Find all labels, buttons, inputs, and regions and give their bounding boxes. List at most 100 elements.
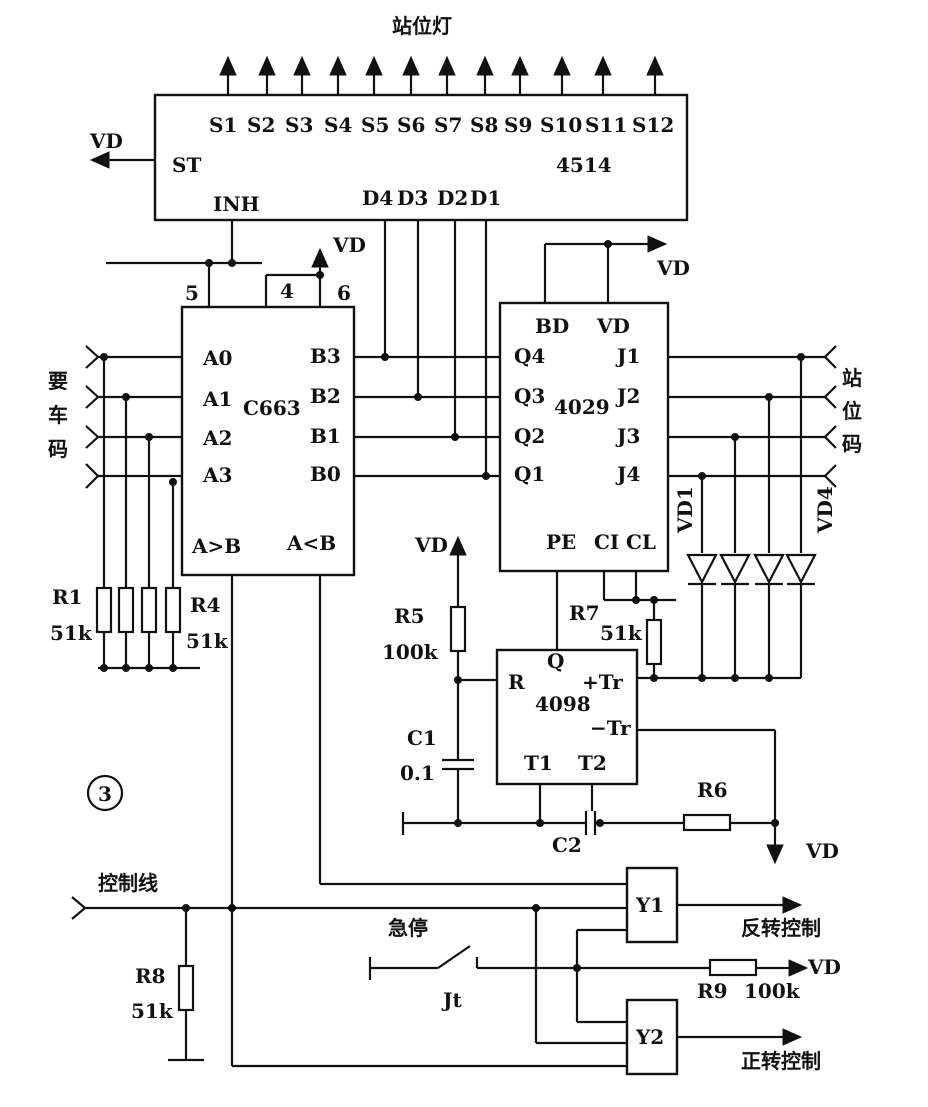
pin-number: 6 (337, 281, 351, 305)
pin-label: Q1 (514, 462, 545, 486)
pin-label-pe: PE (546, 530, 576, 554)
resistor-r1 (95, 586, 113, 634)
c1-label: C1 (407, 726, 437, 750)
comparator-c663-block (180, 305, 356, 577)
gate-y2-label: Y2 (635, 1025, 664, 1049)
resistor-r5 (449, 605, 467, 653)
jt-label: Jt (441, 988, 462, 1012)
monostable-4098-block (495, 648, 639, 786)
pin-label: A1 (202, 387, 232, 411)
figure-number-circle (86, 774, 124, 812)
pin-label: S5 (361, 113, 389, 137)
pin-label-a-lt-b: A<B (286, 531, 336, 555)
pin-label-ci: CI (594, 530, 619, 554)
request-code-label-1: 要 (48, 369, 68, 393)
decoder-output-labels: S1 S2 S3 S4 S5 S6 S7 S8 S9 S10 S11 S12 S… (172, 113, 674, 216)
control-wiring (71, 575, 809, 1068)
forward-control-label: 正转控制 (741, 1049, 821, 1073)
monostable-labels: R Q 4098 +Tr −Tr T1 T2 (508, 649, 631, 775)
pin-label: S9 (504, 113, 532, 137)
pin-label: B1 (310, 424, 341, 448)
decoder-4514-block (153, 93, 689, 222)
pin-label-q: Q (547, 649, 564, 673)
station-light-outputs (219, 55, 664, 95)
chip-name-4098: 4098 (535, 692, 591, 716)
r5-c1-wiring (401, 535, 784, 865)
pin-label: Q2 (514, 424, 545, 448)
station-code-label-1: 站 (842, 366, 862, 390)
figure-number: 3 (98, 782, 112, 806)
pin-label: S1 (209, 113, 237, 137)
r1-label: R1 (52, 585, 83, 609)
r4-value: 51k (186, 629, 229, 653)
r8-value: 51k (131, 999, 174, 1023)
pin-label: Q4 (514, 344, 545, 368)
pin-label: S6 (397, 113, 425, 137)
pin-label-st: ST (172, 153, 201, 177)
vd-label-st: VD (89, 129, 123, 153)
vd-label-counter: VD (656, 256, 690, 280)
pin-label-plus-tr: +Tr (582, 670, 623, 694)
vd-label-r6: VD (805, 839, 839, 863)
pin-label: S10 (540, 113, 582, 137)
r9-value: 100k (744, 979, 801, 1003)
pin-label: S8 (470, 113, 498, 137)
pin-label: D4 (362, 186, 393, 210)
pin-label-t2: T2 (578, 751, 607, 775)
pin-label: S2 (247, 113, 275, 137)
pin-label: D3 (397, 186, 428, 210)
resistor-r6 (682, 813, 732, 832)
station-code-wiring (668, 345, 837, 553)
pin-label: S11 (585, 113, 627, 137)
counter-top-wiring (543, 235, 668, 303)
comparator-labels: A0 A1 A2 A3 B3 B2 B1 B0 C663 A>B A<B 5 4… (185, 279, 351, 558)
r9-label: R9 (697, 979, 728, 1003)
pin-label-a-gt-b: A>B (191, 534, 241, 558)
pin-label: J4 (615, 462, 640, 486)
pin-label-vd: VD (596, 314, 630, 338)
r8-label: R8 (135, 964, 166, 988)
pin-label: D1 (470, 186, 501, 210)
resistor-r8 (177, 964, 195, 1012)
chip-name-c663: C663 (243, 396, 301, 420)
r4-label: R4 (190, 593, 221, 617)
r6-label: R6 (697, 778, 728, 802)
pin-label: S4 (324, 113, 352, 137)
pin-number: 4 (280, 279, 294, 303)
pin-label-minus-tr: −Tr (590, 716, 631, 740)
pin-label: D2 (437, 186, 468, 210)
vd-label-comparator: VD (332, 233, 366, 257)
emergency-stop-label: 急停 (388, 916, 428, 940)
vd-label-r9: VD (807, 955, 841, 979)
pin-number: 5 (185, 281, 199, 305)
request-code-inputs (85, 345, 200, 672)
resistor-r4 (164, 586, 182, 634)
chip-name-4514: 4514 (556, 153, 612, 177)
r5-value: 100k (382, 640, 439, 664)
request-code-label-2: 车 (48, 403, 68, 427)
vd1-label: VD1 (673, 486, 697, 534)
diagram-title: 站位灯 (392, 14, 452, 38)
diode-array (686, 553, 817, 678)
pin-label: A3 (202, 463, 232, 487)
pin-label-t1: T1 (524, 751, 553, 775)
chip-name-4029: 4029 (554, 395, 610, 419)
c2-label: C2 (552, 833, 582, 857)
comparator-top-wiring (106, 220, 329, 307)
pin-label-inh: INH (213, 192, 260, 216)
request-code-label-3: 码 (48, 437, 68, 461)
pin-label: B0 (310, 462, 341, 486)
gate-y1-label: Y1 (635, 893, 664, 917)
c1-value: 0.1 (400, 761, 435, 785)
pin-label: S12 (632, 113, 674, 137)
pin-label: B3 (310, 344, 341, 368)
control-line-label: 控制线 (98, 871, 158, 895)
pin-label-bd: BD (535, 314, 569, 338)
pin-label: J3 (615, 424, 640, 448)
pin-label: S7 (434, 113, 462, 137)
pin-label: B2 (310, 384, 341, 408)
resistor-r9 (708, 958, 758, 977)
r1-value: 51k (50, 621, 93, 645)
